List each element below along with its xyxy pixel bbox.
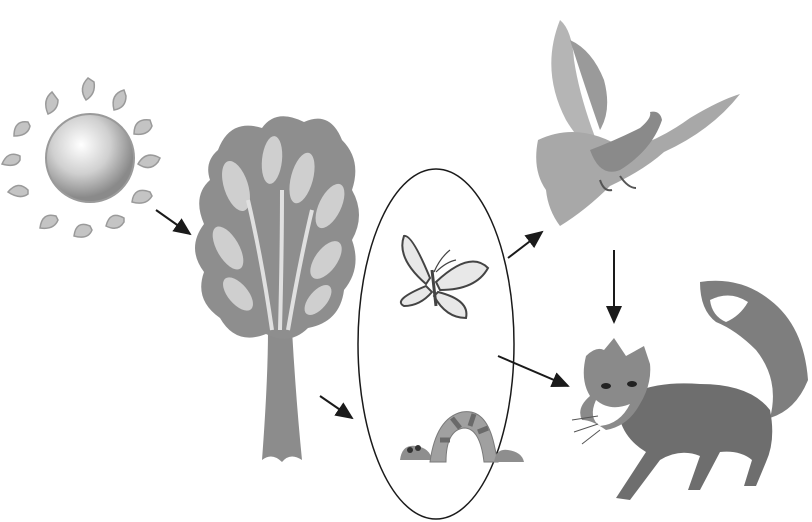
arrow-butterfly-to-bird: [508, 232, 542, 258]
butterfly-icon: [401, 236, 488, 318]
fox-icon: [572, 281, 808, 500]
insect-group-outline: [358, 169, 514, 519]
arrow-sun-to-tree: [156, 210, 190, 234]
bird-icon: [536, 20, 740, 226]
sun-icon: [2, 78, 160, 237]
caterpillar-icon: [400, 412, 524, 462]
arrow-insects-to-fox: [498, 356, 568, 386]
tree-icon: [195, 116, 359, 462]
arrow-tree-to-caterpillar: [320, 396, 352, 418]
